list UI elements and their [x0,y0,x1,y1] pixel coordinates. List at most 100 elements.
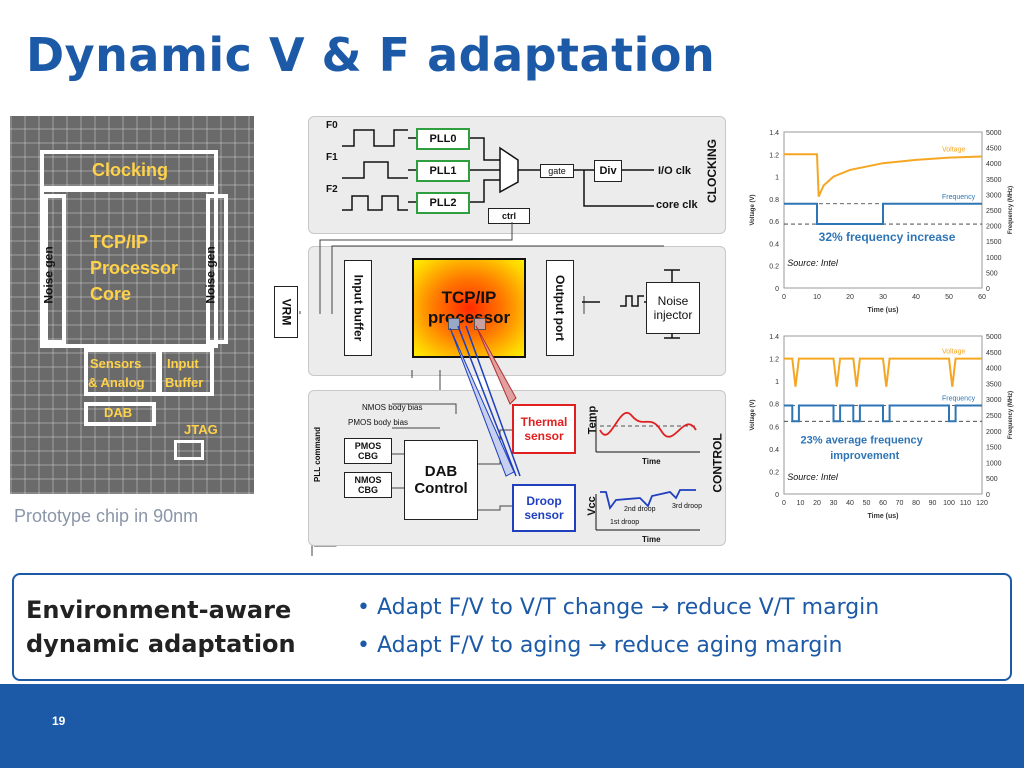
x-tick-label: 30 [879,294,887,301]
nmos-cbg-block: NMOS CBG [344,472,392,498]
dab-control-label-2: Control [414,480,468,497]
droop-sensor-block: Droop sensor [512,484,576,532]
summary-box: Environment-aware dynamic adaptation • A… [12,573,1012,681]
clock-waveforms [342,129,654,217]
time-axis-label-1: Time [642,457,661,466]
source-text: Source: Intel [787,258,839,268]
input-buffer-label-2: Buffer [165,375,204,390]
dab-label: DAB [104,405,133,420]
y2-tick-label: 4000 [986,161,1002,168]
pll1-block: PLL1 [416,160,470,182]
droop-sensor-label-2: sensor [524,508,564,522]
y-tick-label: 0 [775,492,779,499]
annotation-text-2: improvement [830,450,899,462]
y2-tick-label: 5000 [986,334,1002,341]
y2-tick-label: 500 [986,270,998,277]
x-tick-label: 40 [846,500,854,507]
source-bg [785,253,864,266]
jtag-region [174,440,204,460]
thermal-sensor-block: Thermal sensor [512,404,576,454]
noise-injector-label-1: Noise [657,294,689,308]
annotation-text: 32% frequency increase [819,230,956,244]
x-tick-label: 20 [813,500,821,507]
pmos-cbg-label-1: PMOS [354,441,382,451]
y-tick-label: 0.8 [769,197,779,204]
y-tick-label: 0.6 [769,219,779,226]
x-tick-label: 90 [929,500,937,507]
pmos-cbg-label-2: CBG [358,451,378,461]
chip-caption: Prototype chip in 90nm [14,506,199,526]
core-region [40,188,218,348]
ctrl-block: ctrl [488,208,530,224]
series-line-frequency [784,202,982,225]
y-tick-label: 0.2 [769,264,779,271]
pmos-bias-label: PMOS body bias [348,418,409,427]
noise-gen-left-label: Noise gen [41,246,56,304]
x-tick-label: 60 [879,500,887,507]
footer-bar: 19 [0,684,1024,768]
second-droop-label: 2nd droop [624,506,656,513]
x-tick-label: 80 [912,500,920,507]
series-label-frequency: Frequency [942,396,976,403]
y2-tick-label: 3500 [986,381,1002,388]
pmos-cbg-block: PMOS CBG [344,438,392,464]
core-label-3: Core [90,284,132,304]
control-wiring [392,325,700,531]
y-tick-label: 0.2 [769,469,779,476]
y-tick-label: 1.4 [769,130,779,137]
div-block: Div [594,160,622,182]
nmos-cbg-label-1: NMOS [354,475,382,485]
bullet-item: • Adapt F/V to V/T change → reduce V/T m… [357,595,880,620]
y-tick-label: 1.2 [769,152,779,159]
noise-injector-label-2: injector [653,308,693,322]
noise-injector-block: Noise injector [646,282,700,334]
y2-tick-label: 2500 [986,208,1002,215]
series-label-voltage: Voltage [942,349,965,356]
y2-tick-label: 1500 [986,445,1002,452]
y2-tick-label: 4500 [986,146,1002,153]
input-buffer-label-1: Input [167,356,199,371]
x-tick-label: 110 [960,500,971,507]
vrm-label: VRM [279,298,294,326]
droop-sensor-label-1: Droop [526,494,562,508]
thermal-probe [448,318,460,330]
x-tick-label: 0 [782,500,786,507]
y2-tick-label: 1500 [986,239,1002,246]
y-tick-label: 1 [775,175,779,182]
pll2-block: PLL2 [416,192,470,214]
chart-2-svg: 00.20.40.60.811.21.405001000150020002500… [750,334,1014,520]
jtag-label: JTAG [184,422,218,437]
y-tick-label: 1 [775,379,779,386]
summary-heading-line-2: dynamic adaptation [26,630,296,658]
noise-right-region [206,194,228,344]
nmos-bias-label: NMOS body bias [362,403,423,412]
sensors-label-2: & Analog [88,375,145,390]
vrm-block: VRM [274,286,298,338]
control-side-label: CONTROL [710,433,725,493]
chart-1-svg: 00.20.40.60.811.21.405001000150020002500… [750,130,1014,314]
series-line-voltage [784,357,982,387]
y-tick-label: 0 [775,286,779,293]
first-droop-label: 1st droop [610,519,640,526]
dab-control-label-1: DAB [424,463,458,480]
series-label-voltage: Voltage [942,147,965,154]
dab-control-block: DAB Control [404,440,478,520]
chip-micrograph: Clocking TCP/IP Processor Core Noise gen… [10,116,254,494]
x-axis-label: Time (us) [868,307,899,314]
x-tick-label: 50 [945,294,953,301]
f1-label: F1 [326,152,338,163]
x-tick-label: 100 [943,500,955,507]
y-tick-label: 0.6 [769,424,779,431]
page-title: Dynamic V & F adaptation [26,28,716,82]
x-axis-label: Time (us) [868,513,899,520]
y2-tick-label: 2500 [986,413,1002,420]
y-tick-label: 1.2 [769,357,779,364]
y2-tick-label: 3500 [986,177,1002,184]
summary-heading: Environment-aware dynamic adaptation [26,593,296,661]
input-buffer-block: Input buffer [344,260,372,356]
core-label-1: TCP/IP [90,232,149,252]
summary-bullets: • Adapt F/V to V/T change → reduce V/T m… [357,589,879,665]
y2-tick-label: 4500 [986,350,1002,357]
